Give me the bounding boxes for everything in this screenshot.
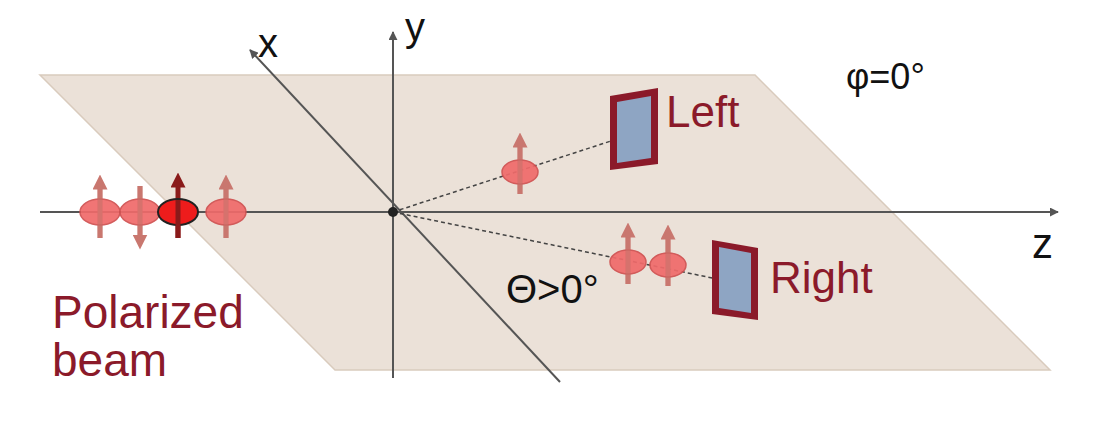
detector-face <box>719 247 751 313</box>
x-axis <box>250 50 560 382</box>
axis-label: y <box>405 6 425 48</box>
detector: Right <box>708 236 877 322</box>
angle-label: φ=0° <box>846 58 925 96</box>
detector-name: Right <box>770 256 873 300</box>
y-axis <box>392 32 394 378</box>
detector-face <box>617 96 651 163</box>
detector-plate <box>604 86 660 170</box>
detector: Left <box>604 86 743 170</box>
beam-label: Polarized beam <box>52 288 302 385</box>
detector-frame <box>712 240 758 320</box>
scattered-particles <box>502 140 686 286</box>
angle-label: Θ>0° <box>506 268 599 310</box>
scatter-line <box>393 140 614 212</box>
target-point <box>388 207 398 217</box>
detector-plate <box>708 236 764 322</box>
axis-label: z <box>1032 222 1053 266</box>
detector-name: Left <box>666 90 739 134</box>
detector-frame <box>610 88 658 170</box>
beam-particles <box>80 180 246 242</box>
axis-label: x <box>258 22 278 64</box>
